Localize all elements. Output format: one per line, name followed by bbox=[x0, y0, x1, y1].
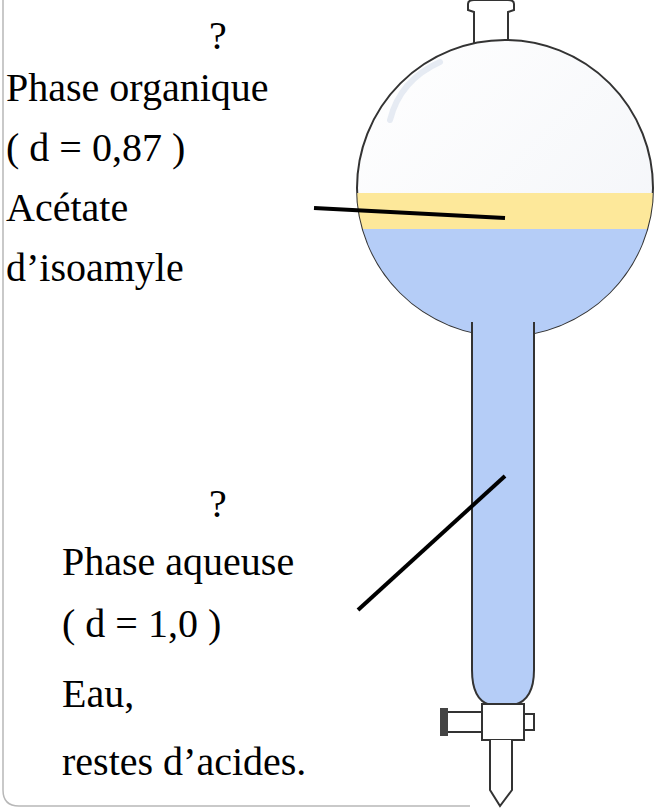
compound-name: Acétate bbox=[6, 184, 128, 232]
funnel-stem bbox=[472, 322, 534, 705]
stopcock-end bbox=[524, 714, 534, 730]
leader-line bbox=[358, 476, 505, 610]
leader-line bbox=[314, 208, 505, 218]
phase-name: Phase organique bbox=[6, 64, 269, 112]
stem-join bbox=[474, 318, 532, 332]
compound-name: restes d’acides. bbox=[62, 738, 306, 786]
density-value: ( d = 0,87 ) bbox=[6, 124, 185, 172]
density-value: ( d = 1,0 ) bbox=[62, 600, 221, 648]
glass-reflection bbox=[390, 62, 440, 120]
funnel-tip bbox=[490, 740, 512, 806]
aqueous-layer bbox=[350, 229, 656, 349]
stopcock-body bbox=[482, 704, 524, 740]
stopcock-knob bbox=[440, 708, 448, 736]
compound-name: d’isoamyle bbox=[6, 244, 184, 292]
compound-name: Eau, bbox=[62, 670, 134, 718]
phase-name: Phase aqueuse bbox=[62, 538, 294, 586]
question-mark: ? bbox=[209, 480, 227, 528]
question-mark: ? bbox=[209, 12, 227, 60]
funnel-neck bbox=[468, 0, 514, 44]
stopcock-key bbox=[446, 712, 482, 732]
